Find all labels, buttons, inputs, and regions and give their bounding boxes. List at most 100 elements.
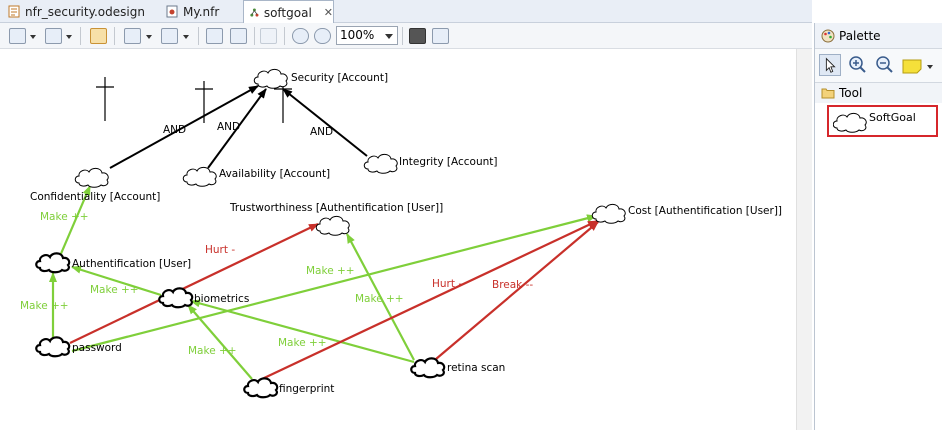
folder-icon: [821, 88, 835, 99]
break-edge-retina-cost[interactable]: [435, 221, 599, 360]
tab-label: nfr_security.odesign: [25, 4, 145, 19]
make-edge-fingerprint-biometrics[interactable]: [187, 304, 253, 380]
vertical-scrollbar[interactable]: [796, 49, 812, 430]
palette-toolbar: [815, 49, 942, 83]
softgoal-node-availability[interactable]: Availability [Account]: [182, 166, 330, 187]
drawer-label: Tool: [839, 86, 863, 100]
zoom-out-icon[interactable]: [874, 54, 896, 76]
toolbar-separator: [402, 27, 403, 45]
odesign-file-icon: [8, 5, 20, 18]
close-icon[interactable]: ✕: [323, 6, 333, 19]
edge-label-and: AND: [163, 124, 186, 136]
select-all-icon[interactable]: [45, 28, 62, 44]
edge-label-hurt: Hurt -: [432, 278, 462, 290]
edge-label-make: Make ++: [20, 300, 69, 312]
pin-icon[interactable]: [230, 28, 247, 44]
edge-label-make: Make ++: [306, 265, 355, 277]
softgoal-cloud-icon: [833, 112, 867, 133]
camera-icon[interactable]: [409, 28, 426, 44]
edge-label-and: AND: [310, 126, 333, 138]
tab-nfr-security-odesign[interactable]: nfr_security.odesign: [2, 0, 157, 23]
tab-label: My.nfr: [183, 4, 220, 19]
softgoal-node-security[interactable]: Security [Account]: [253, 68, 388, 89]
softgoal-node-cost[interactable]: Cost [Authentification [User]]: [591, 203, 782, 224]
palette-icon: [821, 29, 835, 42]
softgoal-node-fingerprint[interactable]: fingerprint: [243, 377, 334, 399]
layers-icon[interactable]: [124, 28, 141, 44]
zoom-out-icon[interactable]: [314, 28, 331, 44]
chevron-down-icon[interactable]: [183, 35, 189, 39]
zoom-level-select[interactable]: 100%: [336, 26, 398, 45]
edge-label-make: Make ++: [40, 211, 89, 223]
note-icon[interactable]: [901, 54, 925, 76]
softgoal-node-retina-scan[interactable]: retina scan: [410, 357, 505, 379]
make-edge-retina-trustworthiness[interactable]: [346, 233, 415, 361]
and-edge-availability-security[interactable]: [207, 88, 267, 169]
softgoal-node-authentification[interactable]: Authentification [User]: [35, 252, 191, 274]
select-tool-icon[interactable]: [819, 54, 841, 76]
node-label: Authentification [User]: [72, 258, 191, 270]
chevron-down-icon[interactable]: [66, 35, 72, 39]
palette-drawer-tool[interactable]: Tool: [815, 83, 942, 103]
chevron-down-icon[interactable]: [927, 65, 933, 69]
and-edge-confidentiality-security[interactable]: [109, 85, 259, 169]
edge-label-break: Break --: [492, 279, 533, 291]
chevron-down-icon[interactable]: [30, 35, 36, 39]
chevron-down-icon[interactable]: [146, 35, 152, 39]
make-edge-password-cost[interactable]: [71, 214, 597, 353]
node-label: biometrics: [194, 293, 249, 305]
softgoal-node-integrity[interactable]: Integrity [Account]: [363, 153, 497, 174]
softgoal-node-biometrics[interactable]: biometrics: [158, 287, 249, 309]
node-label: Integrity [Account]: [399, 156, 497, 168]
node-label: Availability [Account]: [219, 168, 330, 180]
zoom-level-value: 100%: [340, 28, 375, 42]
toolbar-separator: [80, 27, 81, 45]
hurt-edge-fingerprint-cost[interactable]: [261, 220, 598, 380]
diagram-toolbar: 100%: [0, 23, 812, 49]
softgoal-diagram: AND AND AND Make ++ Make ++ Make ++ Hurt…: [20, 68, 782, 399]
hurt-edge-password-trustworthiness[interactable]: [69, 223, 319, 344]
make-edge-authentification-confidentiality[interactable]: [58, 185, 92, 257]
zoom-in-icon[interactable]: [292, 28, 309, 44]
softgoal-node-trustworthiness[interactable]: Trustworthiness [Authentification [User]…: [229, 202, 443, 236]
edge-label-and: AND: [217, 121, 240, 133]
node-label: password: [72, 342, 122, 354]
arrange-all-icon[interactable]: [9, 28, 26, 44]
softgoal-tool-label: SoftGoal: [869, 111, 916, 124]
node-label: Confidentiality [Account]: [30, 191, 160, 203]
softgoal-node-password[interactable]: password: [35, 336, 122, 358]
diagram-canvas[interactable]: AND AND AND Make ++ Make ++ Make ++ Hurt…: [0, 49, 812, 430]
paste-format-icon[interactable]: [260, 28, 277, 44]
softgoal-node-confidentiality[interactable]: Confidentiality [Account]: [30, 167, 160, 203]
node-label: Trustworthiness [Authentification [User]…: [229, 202, 443, 214]
nfr-model-icon: [166, 5, 178, 18]
palette-panel: Palette Tool SoftGoal: [814, 23, 942, 430]
diagram-icon: [250, 8, 259, 17]
filter-icon[interactable]: [161, 28, 178, 44]
make-edge-biometrics-authentification[interactable]: [71, 265, 162, 297]
diagram-outline-icon[interactable]: [432, 28, 449, 44]
node-label: retina scan: [447, 362, 505, 374]
node-label: fingerprint: [279, 383, 334, 395]
export-image-icon[interactable]: [206, 28, 223, 44]
edge-label-make: Make ++: [278, 337, 327, 349]
softgoal-creation-tool[interactable]: SoftGoal: [827, 105, 938, 137]
toolbar-separator: [254, 27, 255, 45]
make-edge-retina-biometrics[interactable]: [190, 299, 415, 364]
node-label: Cost [Authentification [User]]: [628, 205, 782, 217]
tab-my-nfr[interactable]: My.nfr: [160, 0, 240, 23]
editor-tab-bar: nfr_security.odesign My.nfr softgoal ✕: [0, 0, 812, 24]
tab-label: softgoal: [263, 5, 312, 20]
edge-label-make: Make ++: [90, 284, 139, 296]
edge-label-hurt: Hurt -: [205, 244, 235, 256]
chevron-down-icon: [385, 34, 393, 39]
tab-softgoal[interactable]: softgoal ✕: [243, 0, 334, 24]
toolbar-separator: [198, 27, 199, 45]
palette-header: Palette: [815, 23, 942, 49]
toolbar-separator: [114, 27, 115, 45]
toolbar-separator: [284, 27, 285, 45]
and-edge-integrity-security[interactable]: [282, 88, 368, 157]
refresh-icon[interactable]: [90, 28, 107, 44]
zoom-in-icon[interactable]: [847, 54, 869, 76]
palette-title: Palette: [839, 28, 881, 43]
